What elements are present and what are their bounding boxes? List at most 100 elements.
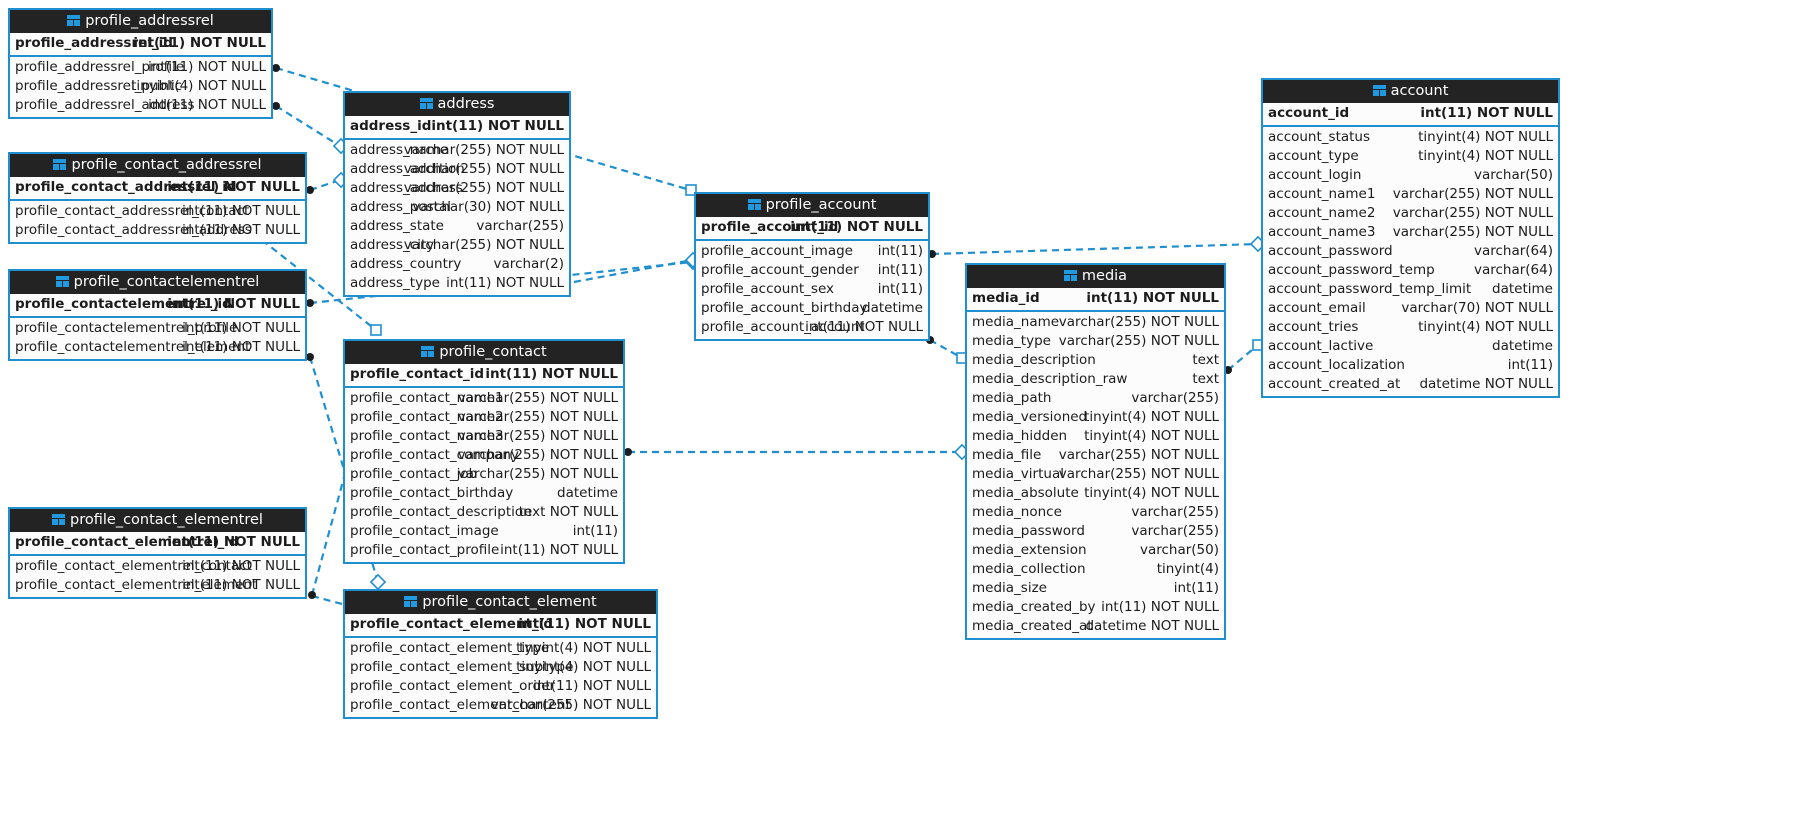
- table-header[interactable]: address: [345, 93, 569, 116]
- relation-endpoint: [306, 186, 314, 194]
- table-header[interactable]: profile_account: [696, 194, 928, 217]
- table-icon: [419, 98, 433, 109]
- table-header[interactable]: account: [1263, 80, 1558, 103]
- table-header[interactable]: profile_contact_elementrel: [10, 509, 305, 532]
- field-type: varchar(255) NOT NULL: [403, 237, 564, 253]
- table-header[interactable]: profile_contact_addressrel: [10, 154, 305, 177]
- field-name: address_state: [350, 218, 444, 234]
- table-header[interactable]: media: [967, 265, 1224, 288]
- table-header[interactable]: profile_contact: [345, 341, 623, 364]
- table-header[interactable]: profile_addressrel: [10, 10, 271, 33]
- table-header[interactable]: profile_contactelementrel: [10, 271, 305, 294]
- table-header[interactable]: profile_contact_element: [345, 591, 656, 614]
